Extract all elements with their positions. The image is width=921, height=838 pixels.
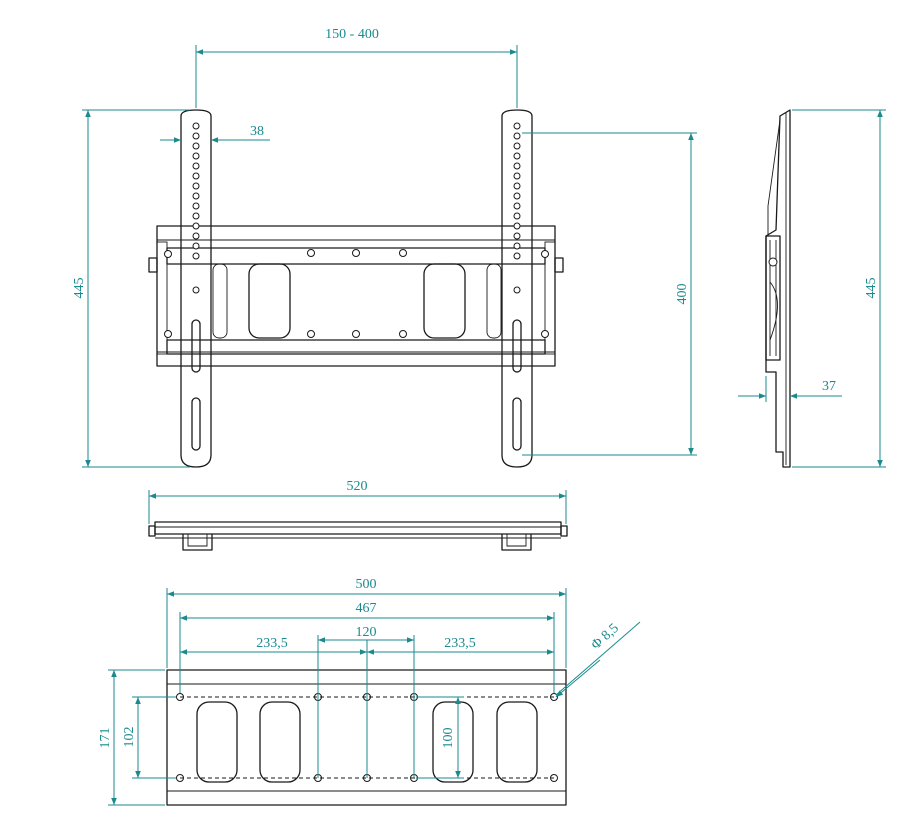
plate-center-height-label: 100 bbox=[441, 728, 456, 749]
plate-left-offset-label: 233,5 bbox=[256, 636, 288, 651]
plate-width-label: 500 bbox=[356, 577, 377, 592]
dimension-plate-width: 500 bbox=[166, 577, 567, 668]
dimension-plate-offsets: 233,5 233,5 bbox=[180, 636, 554, 655]
dimension-top-width: 520 bbox=[148, 479, 567, 524]
dimension-rail-width: 38 bbox=[160, 124, 270, 143]
plate-height-label: 171 bbox=[98, 728, 113, 749]
plate-hole-span-label: 467 bbox=[356, 601, 377, 616]
plate-center-spacing-label: 120 bbox=[356, 625, 377, 640]
plate-hole-height-label: 102 bbox=[122, 727, 137, 748]
plate-right-offset-label: 233,5 bbox=[444, 636, 476, 651]
top-view: 520 bbox=[148, 479, 568, 551]
dimension-front-height: 445 bbox=[72, 109, 190, 468]
top-width-label: 520 bbox=[347, 479, 368, 494]
wall-plate-view: 500 467 120 233,5 233,5 Φ 8,5 bbox=[98, 577, 641, 806]
left-rail-holes bbox=[192, 122, 200, 294]
dimension-plate-hole-height: 102 bbox=[122, 696, 176, 779]
hole-range-label: 400 bbox=[675, 284, 690, 305]
dimension-hole-range: 400 bbox=[522, 132, 697, 456]
plate-hole-diameter-label: Φ 8,5 bbox=[589, 621, 622, 653]
rail-width-label: 38 bbox=[250, 124, 264, 139]
dimension-plate-center-height: 100 bbox=[416, 696, 464, 779]
side-height-label: 445 bbox=[864, 278, 879, 299]
right-rail bbox=[501, 109, 533, 468]
dimension-plate-hole-diameter: Φ 8,5 bbox=[555, 621, 641, 698]
dimension-hole-spacing: 150 - 400 bbox=[195, 27, 518, 108]
dimension-side-height: 445 bbox=[792, 109, 886, 468]
side-view: 445 37 bbox=[738, 109, 886, 468]
dimension-plate-center-spacing: 120 bbox=[317, 625, 415, 778]
front-bracket bbox=[148, 225, 564, 367]
hole-spacing-label: 150 - 400 bbox=[325, 27, 379, 42]
left-rail bbox=[180, 109, 212, 468]
front-view: 150 - 400 38 445 400 bbox=[72, 27, 697, 468]
dimension-side-depth: 37 bbox=[738, 376, 842, 402]
right-rail-holes bbox=[513, 122, 521, 294]
dimension-plate-height: 171 bbox=[98, 669, 165, 806]
side-depth-label: 37 bbox=[822, 379, 836, 394]
front-height-label: 445 bbox=[72, 278, 87, 299]
